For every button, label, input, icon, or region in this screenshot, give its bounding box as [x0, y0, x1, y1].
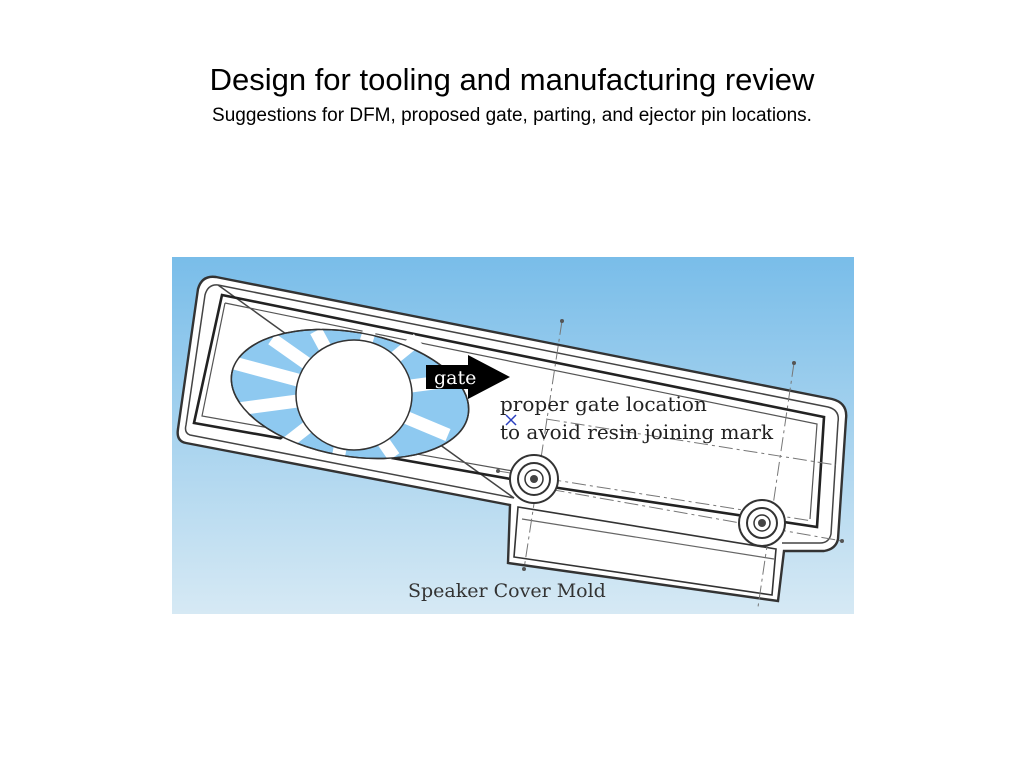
speaker-cover-mold-figure: gate proper gate location to avoid resin… — [172, 257, 854, 614]
vent-grill — [230, 327, 470, 461]
ejector-boss-right — [738, 499, 786, 547]
mold-drawing: gate proper gate location to avoid resin… — [172, 257, 854, 614]
guide-endpoints — [496, 319, 844, 571]
step-edge-line — [521, 518, 775, 560]
slide-title: Design for tooling and manufacturing rev… — [209, 62, 815, 97]
note-line-1: proper gate location — [500, 392, 707, 416]
ejector-boss-left — [509, 454, 559, 504]
slide-subtitle: Suggestions for DFM, proposed gate, part… — [212, 105, 812, 126]
note-line-2: to avoid resin joining mark — [500, 420, 774, 444]
gate-point-marker — [505, 414, 517, 426]
figure-caption: Speaker Cover Mold — [408, 580, 606, 602]
gate-label: gate — [434, 367, 476, 389]
gate-arrow — [426, 355, 510, 399]
part-step-flange — [513, 506, 777, 596]
part-rim-outline — [184, 284, 840, 544]
